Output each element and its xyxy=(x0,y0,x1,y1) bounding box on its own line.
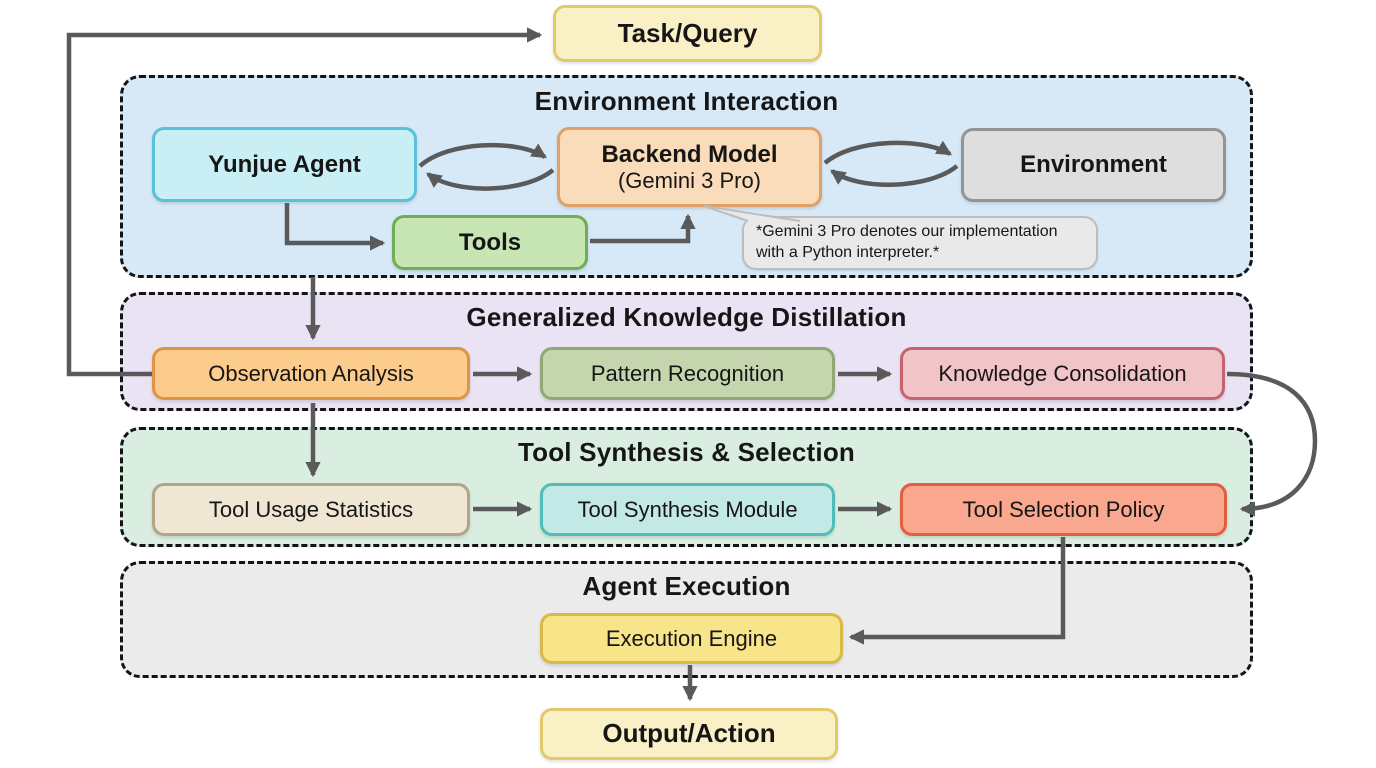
node-pattern-recognition: Pattern Recognition xyxy=(540,347,835,400)
node-tool-usage-statistics: Tool Usage Statistics xyxy=(152,483,470,536)
section-title-agent-execution: Agent Execution xyxy=(582,571,791,601)
node-execution-engine: Execution Engine xyxy=(540,613,843,664)
node-task-query: Task/Query xyxy=(553,5,822,62)
section-title-tool-synthesis-selection: Tool Synthesis & Selection xyxy=(517,437,855,467)
backend-model-sublabel: (Gemini 3 Pro) xyxy=(617,168,762,194)
note-gemini-footnote: *Gemini 3 Pro denotes our implementation… xyxy=(742,216,1098,270)
section-title-environment-interaction: Environment Interaction xyxy=(534,86,839,116)
node-observation-analysis: Observation Analysis xyxy=(152,347,470,400)
node-backend-model: Backend Model (Gemini 3 Pro) xyxy=(557,127,822,207)
node-tools: Tools xyxy=(392,215,588,270)
section-title-generalized-knowledge-distillation: Generalized Knowledge Distillation xyxy=(466,302,907,332)
node-knowledge-consolidation: Knowledge Consolidation xyxy=(900,347,1225,400)
node-yunjue-agent: Yunjue Agent xyxy=(152,127,417,202)
node-output-action: Output/Action xyxy=(540,708,838,760)
node-environment: Environment xyxy=(961,128,1226,202)
backend-model-label: Backend Model xyxy=(601,140,778,168)
node-tool-selection-policy: Tool Selection Policy xyxy=(900,483,1227,536)
node-tool-synthesis-module: Tool Synthesis Module xyxy=(540,483,835,536)
